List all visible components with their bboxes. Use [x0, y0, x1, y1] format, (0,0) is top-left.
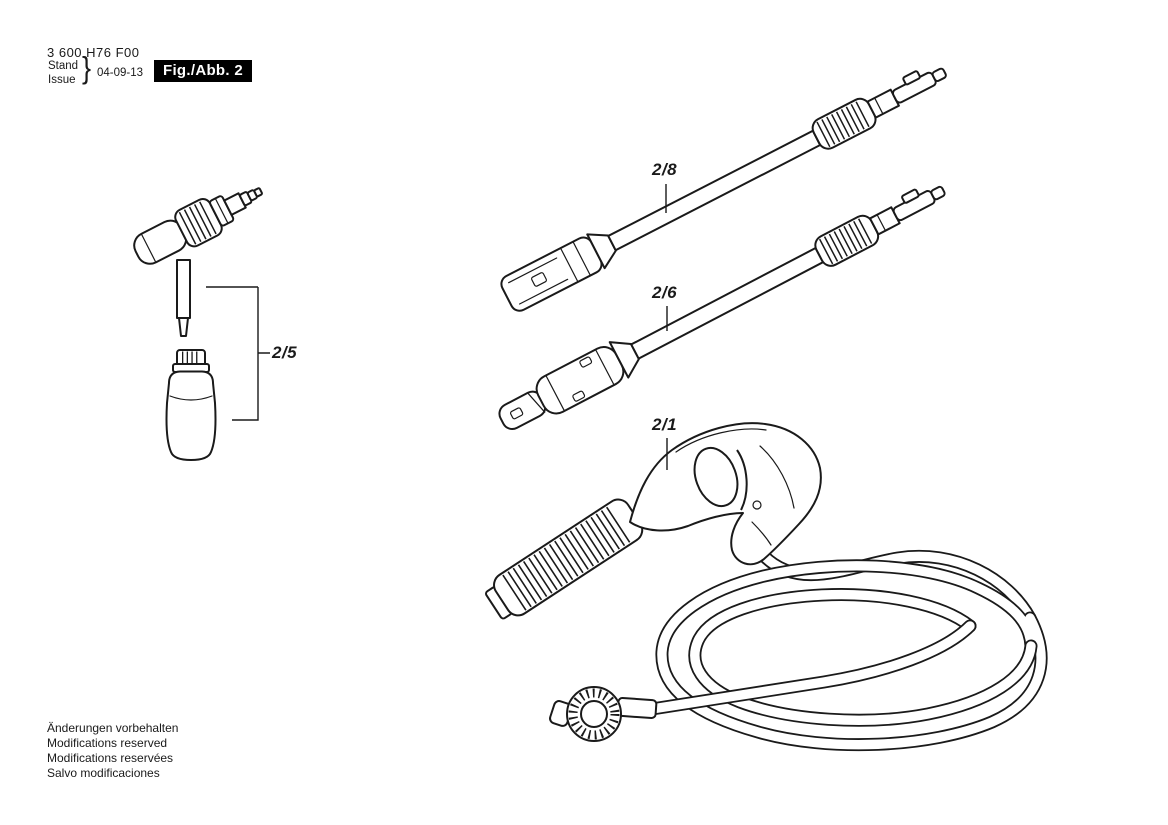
gun-body-drawing [629, 422, 822, 566]
document-number: 3 600 H76 F00 [47, 45, 140, 60]
issue-label: Issue [48, 74, 76, 86]
lance-drawing-2-8 [500, 67, 947, 312]
callout-2-6: 2/6 [652, 283, 678, 302]
gun-grip-drawing [485, 498, 644, 620]
figure-label-box: Fig./Abb. 2 [154, 60, 252, 82]
lance-drawing-2-6 [498, 185, 946, 431]
footer-line-fr: Modifications reservées [47, 751, 174, 765]
hose-drawing [645, 549, 1048, 752]
detergent-bottle-drawing [165, 349, 217, 461]
stand-label: Stand [48, 60, 79, 72]
brace-glyph: } [82, 51, 92, 85]
footer-line-es: Salvo modificaciones [47, 766, 160, 780]
callout-2-1: 2/1 [652, 415, 678, 434]
issue-date: 04-09-13 [97, 67, 144, 79]
bracket-2-5 [206, 286, 270, 421]
detergent-nozzle-drawing [133, 187, 263, 337]
legal-footer: Änderungen vorbehalten Modifications res… [47, 721, 178, 781]
spray-gun-drawing [485, 422, 1048, 752]
hose-coupling-drawing [549, 686, 658, 742]
footer-line-de: Änderungen vorbehalten [47, 721, 179, 735]
callout-2-8: 2/8 [652, 160, 678, 179]
footer-line-en: Modifications reserved [47, 736, 168, 750]
callout-2-5: 2/5 [272, 343, 298, 362]
